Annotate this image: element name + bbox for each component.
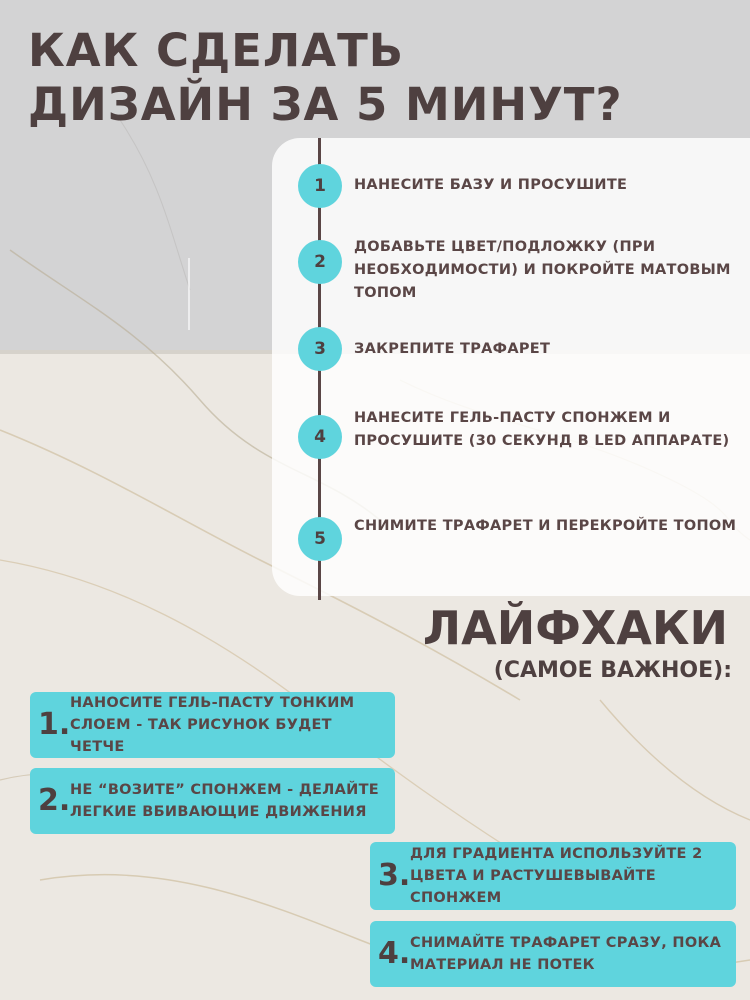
step-number-badge: 4 — [298, 415, 342, 459]
title-line-1: КАК СДЕЛАТЬ — [28, 24, 405, 77]
step-text: НАНЕСИТЕ ГЕЛЬ-ПАСТУ СПОНЖЕМ И ПРОСУШИТЕ … — [354, 410, 730, 449]
tip-item-2: 2. НЕ “ВОЗИТЕ” СПОНЖЕМ - ДЕЛАЙТЕ ЛЕГКИЕ … — [30, 768, 395, 834]
title-line-2: ДИЗАЙН ЗА 5 МИНУТ? — [28, 78, 623, 131]
step-number-badge: 5 — [298, 517, 342, 561]
tip-text: НАНОСИТЕ ГЕЛЬ-ПАСТУ ТОНКИМ СЛОЕМ - ТАК Р… — [70, 695, 355, 755]
step-text: ДОБАВЬТЕ ЦВЕТ/ПОДЛОЖКУ (ПРИ НЕОБХОДИМОСТ… — [354, 239, 731, 301]
tip-number: 2. — [38, 783, 71, 818]
step-number-badge: 3 — [298, 327, 342, 371]
tip-text: ДЛЯ ГРАДИЕНТА ИСПОЛЬЗУЙТЕ 2 ЦВЕТА И РАСТ… — [410, 846, 703, 906]
tip-item-1: 1. НАНОСИТЕ ГЕЛЬ-ПАСТУ ТОНКИМ СЛОЕМ - ТА… — [30, 692, 395, 758]
steps-card — [272, 138, 750, 596]
step-text: ЗАКРЕПИТЕ ТРАФАРЕТ — [354, 341, 551, 357]
tip-number: 1. — [38, 707, 71, 742]
tip-number: 3. — [378, 858, 411, 893]
tip-item-3: 3. ДЛЯ ГРАДИЕНТА ИСПОЛЬЗУЙТЕ 2 ЦВЕТА И Р… — [370, 842, 736, 910]
step-number-badge: 2 — [298, 240, 342, 284]
tip-text: СНИМАЙТЕ ТРАФАРЕТ СРАЗУ, ПОКА МАТЕРИАЛ Н… — [410, 935, 722, 973]
step-number-badge: 1 — [298, 164, 342, 208]
step-text: НАНЕСИТЕ БАЗУ И ПРОСУШИТЕ — [354, 177, 628, 193]
hacks-title: ЛАЙФХАКИ — [422, 601, 728, 655]
tip-number: 4. — [378, 936, 411, 971]
page-title: КАК СДЕЛАТЬ ДИЗАЙН ЗА 5 МИНУТ? — [28, 24, 728, 132]
hacks-subtitle: (САМОЕ ВАЖНОЕ): — [493, 658, 732, 683]
tip-text: НЕ “ВОЗИТЕ” СПОНЖЕМ - ДЕЛАЙТЕ ЛЕГКИЕ ВБИ… — [70, 782, 379, 820]
step-text: СНИМИТЕ ТРАФАРЕТ И ПЕРЕКРОЙТЕ ТОПОМ — [354, 518, 737, 534]
tip-item-4: 4. СНИМАЙТЕ ТРАФАРЕТ СРАЗУ, ПОКА МАТЕРИА… — [370, 921, 736, 987]
